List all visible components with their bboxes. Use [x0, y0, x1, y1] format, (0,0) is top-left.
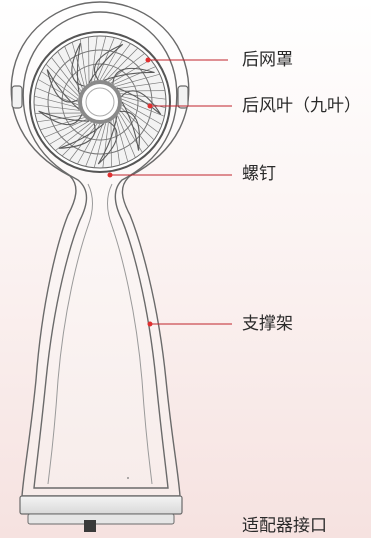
grille-spoke	[61, 123, 95, 157]
grille-spoke	[49, 120, 90, 145]
grille-spoke	[102, 122, 109, 168]
grille-spoke	[37, 79, 79, 103]
grille-spoke	[115, 117, 129, 162]
grille-spoke	[113, 66, 156, 85]
label-support-stand: 支撑架	[242, 314, 293, 334]
body-inner-stroke-2	[47, 183, 93, 485]
leader-lines	[110, 59, 232, 325]
dot-support-stand	[147, 321, 153, 327]
grille-spoke	[44, 119, 87, 138]
fan-blade	[103, 67, 155, 85]
grille-spoke	[117, 115, 136, 158]
fan-blade	[119, 101, 140, 151]
grille-spoke	[57, 51, 82, 92]
fan-blade	[58, 123, 105, 149]
grille-spoke	[117, 81, 164, 89]
adapter-port-socket	[84, 520, 96, 532]
grille-spoke	[64, 46, 83, 89]
indicator-dot	[127, 477, 129, 479]
grille-spoke	[77, 123, 101, 165]
grille-spoke	[85, 123, 104, 167]
grille-spoke	[55, 122, 92, 151]
grille-spoke	[115, 73, 160, 87]
dot-rear-blade	[147, 103, 153, 109]
grille-spoke	[41, 71, 79, 100]
label-screw: 螺钉	[242, 164, 276, 184]
grille-spoke	[45, 63, 79, 97]
body-inner-stroke-3	[107, 183, 153, 485]
label-adapter-port: 适配器接口	[242, 516, 327, 536]
fan-blade	[88, 43, 124, 84]
grille-spoke	[121, 104, 159, 133]
grille-spoke	[105, 47, 139, 81]
grille-spoke	[36, 115, 83, 123]
grille-spoke	[79, 38, 87, 85]
body-inner-outline	[22, 11, 178, 489]
leader-dots	[107, 57, 153, 327]
grille-spoke	[102, 43, 131, 81]
grille-spoke	[120, 110, 149, 147]
grille-spoke	[71, 42, 85, 87]
label-rear-blade: 后风叶（九叶）	[242, 96, 361, 116]
fan-blade	[71, 42, 85, 95]
fan-blade	[116, 87, 162, 115]
grille-spoke	[110, 59, 151, 84]
fan-base	[19, 495, 183, 532]
fan-blade	[38, 110, 90, 126]
grille-spokes	[34, 36, 166, 168]
grille-spoke	[121, 101, 163, 125]
left-side-tab	[11, 85, 23, 109]
rear-grille	[29, 31, 171, 173]
grille-spoke	[120, 93, 166, 100]
grille-spoke	[69, 123, 98, 161]
grille-spoke	[121, 98, 165, 117]
fan-blade	[46, 69, 80, 110]
dot-screw	[107, 172, 113, 178]
label-rear-grille: 后网罩	[242, 50, 293, 70]
grille-spoke	[91, 36, 98, 82]
dot-rear-grille	[145, 57, 151, 63]
grille-spoke	[34, 95, 79, 109]
grille-spoke	[51, 57, 80, 94]
grille-spoke	[96, 37, 115, 81]
right-side-tab	[177, 85, 189, 109]
rear-fan-blades	[38, 42, 162, 165]
grille-spoke	[34, 104, 80, 111]
grille-spoke	[93, 123, 107, 168]
fan-blade	[97, 116, 118, 165]
